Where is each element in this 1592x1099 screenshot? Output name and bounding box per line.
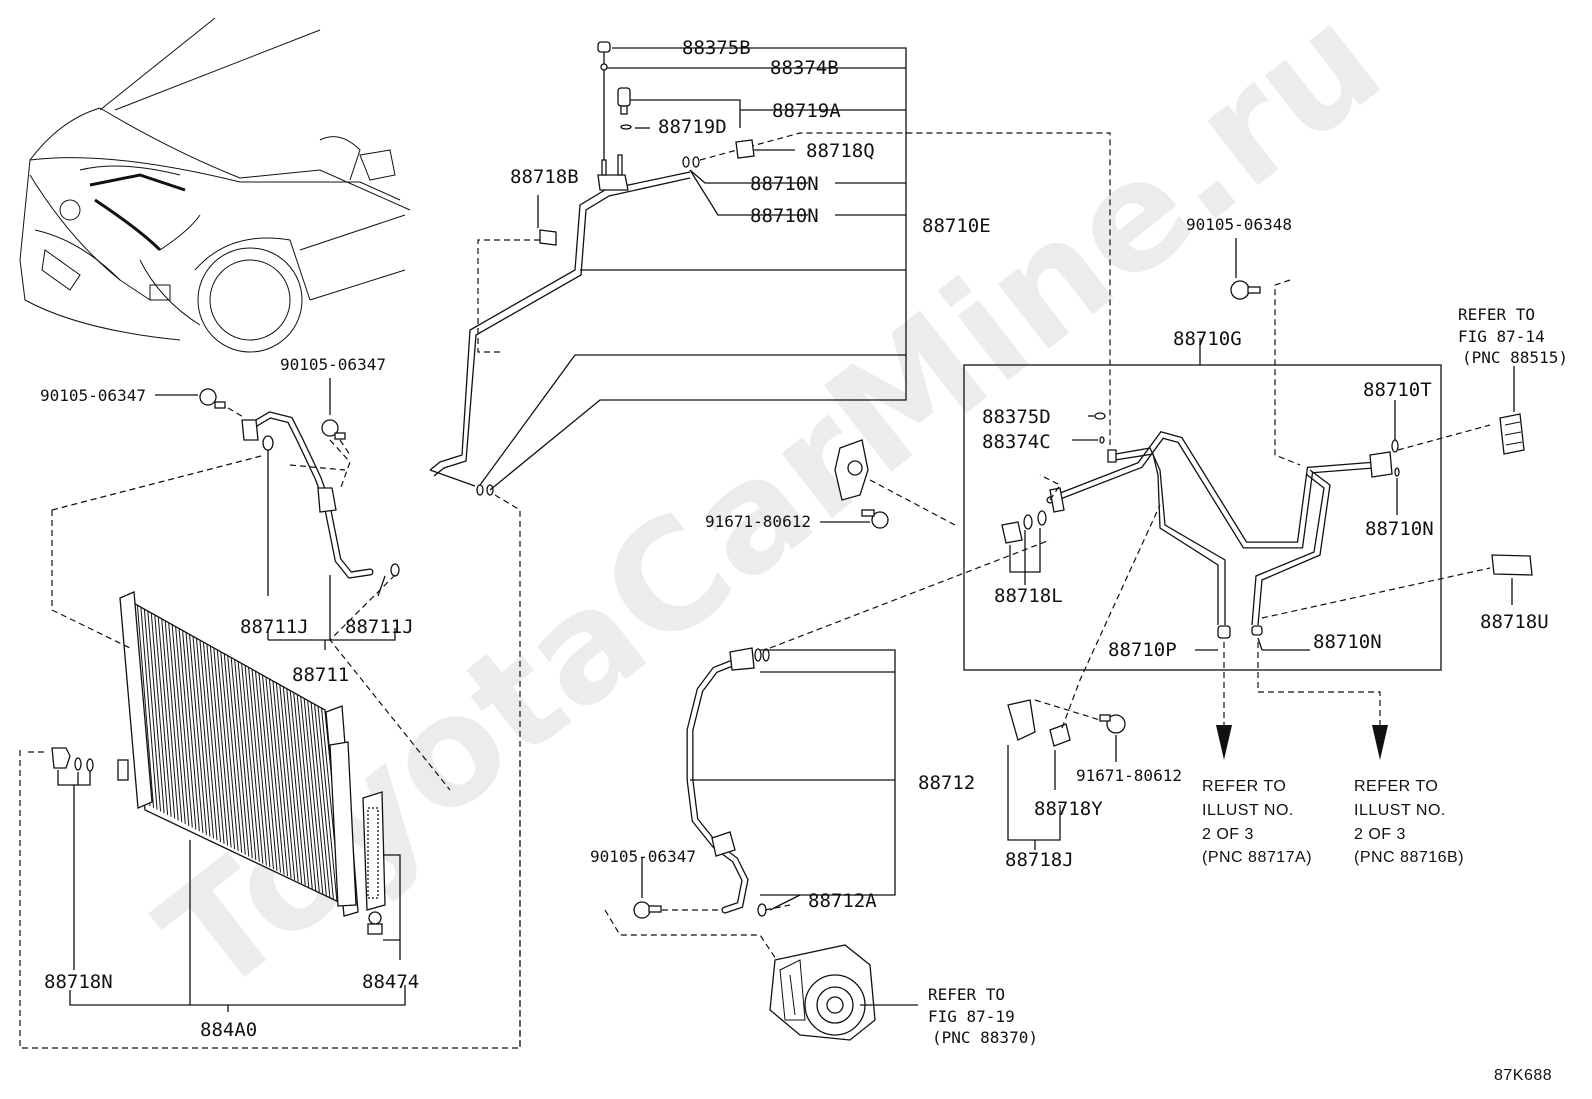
ref-88717A-line1: REFER TO (1202, 778, 1286, 795)
label-88712: 88712 (918, 772, 975, 794)
arrow-down-illust-88717A (1216, 725, 1232, 760)
label-88474: 88474 (362, 971, 419, 993)
label-88711J-a: 88711J (240, 616, 309, 638)
hose-88711 (51, 411, 451, 791)
label-88711: 88711 (292, 664, 349, 686)
label-88719A: 88719A (772, 100, 841, 122)
label-88712A: 88712A (808, 890, 877, 912)
label-88375D: 88375D (982, 406, 1051, 428)
label-88718U: 88718U (1480, 611, 1549, 633)
part-88718U (1491, 554, 1533, 605)
label-884A0: 884A0 (200, 1019, 257, 1041)
compressor (769, 944, 918, 1041)
part-88375B (597, 41, 611, 53)
reference-illust-88716B: REFER TO ILLUST NO. 2 OF 3 (PNC 88716B) (1354, 778, 1464, 866)
ref-87-14-line2: FIG 87-14 (1458, 327, 1545, 346)
ref-88716B-line2: ILLUST NO. (1354, 802, 1446, 819)
condenser-leaders (69, 840, 406, 1012)
label-88718L: 88718L (994, 585, 1063, 607)
label-88710N-b: 88710N (750, 205, 819, 227)
ref-87-19-line2: FIG 87-19 (928, 1007, 1015, 1026)
label-88718N: 88718N (44, 971, 113, 993)
label-91671-80612-a: 91671-80612 (705, 512, 811, 531)
label-88710N-a: 88710N (750, 173, 819, 195)
reference-illust-88717A: REFER TO ILLUST NO. 2 OF 3 (PNC 88717A) (1202, 778, 1312, 866)
part-88718Q (735, 139, 755, 159)
label-88718B: 88718B (510, 166, 579, 188)
label-88710G: 88710G (1173, 328, 1242, 350)
part-88719D (620, 124, 632, 130)
label-91671-80612-b: 91671-80612 (1076, 766, 1182, 785)
bolt-90105-06348 (1230, 238, 1261, 300)
reference-fig-87-19: REFER TO FIG 87-19 (PNC 88370) (928, 985, 1038, 1047)
ref-87-14-line3: (PNC 88515) (1462, 348, 1568, 367)
condenser-assembly (19, 591, 521, 1049)
label-88718Y: 88718Y (1034, 798, 1103, 820)
ref-88717A-line4: (PNC 88717A) (1202, 849, 1312, 866)
label-90105-06348: 90105-06348 (1186, 215, 1292, 234)
arrow-down-illust-88716B (1372, 725, 1388, 760)
label-88719D: 88719D (658, 116, 727, 138)
ref-87-19-line1: REFER TO (928, 985, 1005, 1004)
ref-88717A-line3: 2 OF 3 (1202, 826, 1254, 843)
label-88710N-d: 88710N (1313, 631, 1382, 653)
hose-88712 (604, 539, 1051, 981)
label-88374B: 88374B (770, 57, 839, 79)
label-90105-06347-c: 90105-06347 (590, 847, 696, 866)
pipe-88710G-box (963, 279, 1491, 725)
reference-fig-87-14: REFER TO FIG 87-14 (PNC 88515) (1458, 305, 1568, 367)
label-88718J: 88718J (1005, 849, 1074, 871)
ref-88717A-line2: ILLUST NO. (1202, 802, 1294, 819)
figure-code: 87K688 (1494, 1067, 1552, 1084)
ref-88716B-line1: REFER TO (1354, 778, 1438, 795)
bolt-90105-06347-c (633, 858, 662, 919)
label-90105-06347-b: 90105-06347 (280, 355, 386, 374)
bracket-88718J (1007, 504, 1161, 850)
label-88710N-c: 88710N (1365, 518, 1434, 540)
connector-88515 (1499, 366, 1525, 455)
label-88710E: 88710E (922, 215, 991, 237)
label-88710T: 88710T (1363, 379, 1432, 401)
label-88711J-b: 88711J (345, 616, 414, 638)
ref-88716B-line3: 2 OF 3 (1354, 826, 1406, 843)
bracket-upper (834, 439, 956, 526)
part-88719A (617, 87, 631, 115)
label-88718Q: 88718Q (806, 140, 875, 162)
bolt-91671-80612-b (1099, 714, 1126, 762)
label-88710P: 88710P (1108, 639, 1177, 661)
part-labels: 88375B 88374B 88719A 88719D 88718Q 88710… (40, 37, 1549, 1041)
ref-88716B-line4: (PNC 88716B) (1354, 849, 1464, 866)
ref-87-19-line3: (PNC 88370) (932, 1028, 1038, 1047)
label-90105-06347-a: 90105-06347 (40, 386, 146, 405)
ref-87-14-line1: REFER TO (1458, 305, 1535, 324)
part-88718B (539, 229, 557, 246)
label-88374C: 88374C (982, 431, 1051, 453)
part-88374B (600, 63, 608, 71)
label-88375B: 88375B (682, 37, 751, 59)
bolt-91671-80612-a (820, 509, 889, 529)
bolt-90105-06347-a (155, 388, 246, 419)
part-88718N (28, 747, 94, 970)
bolt-90105-06347-b (321, 378, 351, 456)
vehicle-locator-sketch (19, 17, 411, 353)
pipe-88710E-leaders (479, 47, 907, 491)
